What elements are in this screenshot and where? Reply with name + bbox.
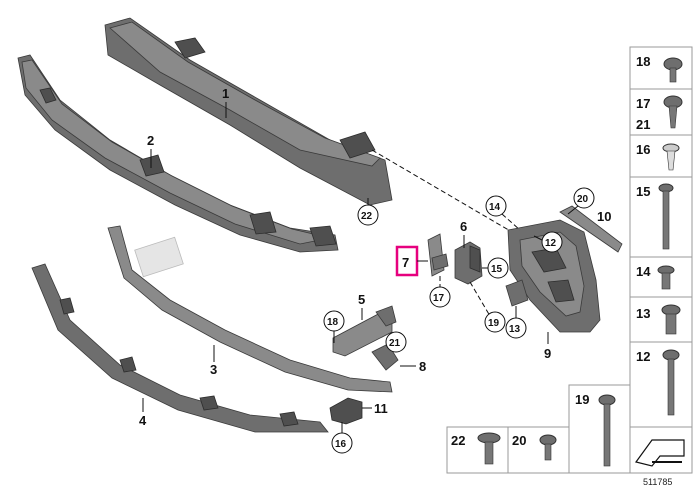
screw-18-icon [663,57,683,83]
svg-text:17: 17 [433,293,445,304]
svg-text:16: 16 [636,142,650,157]
bolt-15-icon [658,183,674,250]
callout-5: 5 [358,292,365,320]
svg-text:13: 13 [509,324,521,335]
callout-18: 18 [323,310,345,343]
svg-text:6: 6 [460,219,467,234]
callout-8: 8 [400,359,426,374]
mounting-line [371,149,513,233]
svg-text:18: 18 [636,54,650,69]
part-3-lower-support [107,225,393,393]
svg-text:4: 4 [139,413,147,428]
svg-text:20: 20 [577,194,589,205]
svg-text:14: 14 [636,264,651,279]
callout-20: 20 [567,187,595,215]
svg-text:3: 3 [210,362,217,377]
part-9-front-bracket [505,219,601,333]
part-4-lower-strip [31,263,329,433]
svg-text:18: 18 [327,317,339,328]
callout-13: 13 [505,306,527,339]
svg-text:15: 15 [636,184,650,199]
screw-17-icon [663,95,683,129]
svg-text:1: 1 [222,86,229,101]
fastener-table-right: 18 17 21 16 15 14 [629,46,693,474]
svg-text:11: 11 [374,401,388,416]
svg-text:2: 2 [147,133,154,148]
part-7-bracket [427,233,449,277]
part-10-rail [559,205,623,253]
callout-3: 3 [210,345,217,377]
part-2-energy-absorber [17,54,339,253]
callout-10: 10 [597,209,611,224]
svg-text:22: 22 [451,433,465,448]
callout-4: 4 [139,398,147,428]
part-11-holder [329,397,363,425]
diagram-id: 511785 [643,477,672,487]
svg-text:17: 17 [636,96,650,111]
callout-6: 6 [460,219,467,248]
callout-14: 14 [485,195,521,231]
callout-19-mid: 19 [469,281,506,333]
callout-11: 11 [362,401,388,416]
svg-text:21: 21 [389,338,401,349]
part-5-bracket [332,305,397,357]
nut-14-icon [657,265,675,290]
rivet-22-icon [477,432,501,465]
svg-text:10: 10 [597,209,611,224]
direction-arrow-icon [634,439,685,467]
nut-13-icon [661,304,681,335]
svg-text:12: 12 [636,349,650,364]
svg-text:16: 16 [335,439,347,450]
callout-2: 2 [147,133,154,168]
part-1-impact-beam [104,17,393,206]
svg-text:19: 19 [488,318,500,329]
callout-1: 1 [222,86,229,118]
svg-text:15: 15 [491,264,503,275]
callout-9: 9 [544,332,551,361]
callout-12: 12 [533,231,563,253]
svg-text:20: 20 [512,433,526,448]
clip-16-icon [662,143,680,171]
callout-16: 16 [331,422,353,454]
svg-text:14: 14 [489,202,501,213]
svg-text:12: 12 [545,238,557,249]
svg-text:19: 19 [575,392,589,407]
svg-text:7: 7 [402,255,409,270]
svg-text:8: 8 [419,359,426,374]
callout-21: 21 [385,331,407,353]
bolt-19-icon [598,394,616,467]
callout-7-highlight: 7 [395,245,428,277]
svg-text:22: 22 [361,211,373,222]
fastener-table-bottom: 19 22 20 [446,384,631,474]
callout-15-mid: 15 [482,257,509,279]
bolt-12-icon [662,349,680,416]
callout-17-lower: 17 [429,276,451,308]
svg-text:21: 21 [636,117,650,132]
svg-text:9: 9 [544,346,551,361]
svg-text:13: 13 [636,306,650,321]
callout-22: 22 [357,198,379,226]
part-6-bracket [454,241,483,285]
screw-20-icon [539,434,557,461]
svg-text:5: 5 [358,292,365,307]
